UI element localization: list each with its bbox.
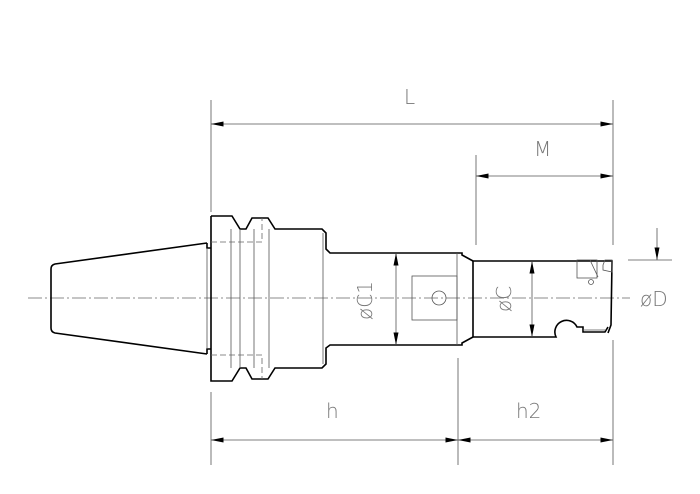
label-D: øD: [640, 287, 668, 311]
flange: [210, 215, 474, 382]
cutting-insert: [576, 259, 613, 285]
taper-shank: [50, 242, 211, 355]
extension-lines: [210, 100, 672, 465]
label-C1: øC1: [353, 281, 377, 320]
label-M: M: [534, 137, 551, 161]
dimension-lines: [211, 121, 660, 443]
label-h: h: [326, 399, 339, 423]
label-L: L: [404, 85, 415, 109]
label-C: øC: [492, 286, 516, 312]
label-h2: h2: [516, 399, 541, 423]
